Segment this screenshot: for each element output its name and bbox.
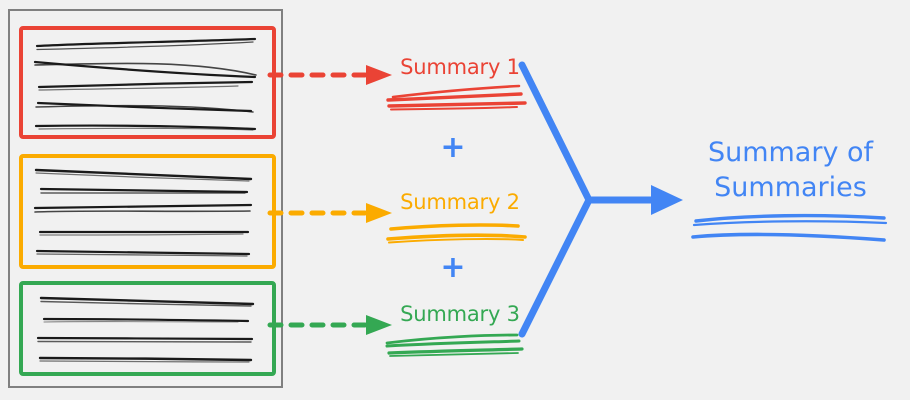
final-summary-block[interactable]: Summary of Summaries — [688, 135, 893, 249]
summary-2-underlines — [386, 223, 527, 244]
connector-chunk-3-to-summary-3 — [267, 312, 400, 338]
dashed-arrow-green-icon — [267, 315, 392, 335]
source-chunk-3[interactable] — [19, 281, 276, 376]
final-summary-title-line-1: Summary of — [707, 137, 874, 168]
dashed-arrow-orange-icon — [267, 203, 392, 223]
plus-operator-2: + — [440, 250, 466, 285]
summary-2-title: Summary 2 — [400, 190, 520, 214]
connector-chunk-2-to-summary-2 — [267, 200, 400, 226]
source-chunk-2[interactable] — [19, 154, 276, 269]
source-document-panel — [8, 9, 283, 388]
final-summary-title-line-2: Summaries — [714, 172, 867, 203]
plus-operator-1: + — [440, 130, 466, 165]
summary-1-block[interactable]: Summary 1 — [385, 55, 535, 116]
summary-1-underlines — [386, 84, 527, 111]
source-chunk-1[interactable] — [19, 26, 276, 139]
summary-2-block[interactable]: Summary 2 — [385, 190, 535, 251]
final-summary-underlines — [691, 213, 888, 242]
summary-3-underlines — [385, 333, 524, 357]
chunk-1-text-lines — [33, 37, 257, 131]
merge-arrow — [515, 60, 685, 345]
chunk-3-text-lines — [36, 296, 255, 363]
connector-chunk-1-to-summary-1 — [267, 62, 400, 88]
merge-arrow-icon — [518, 61, 683, 338]
chunk-2-text-lines — [33, 168, 253, 257]
dashed-arrow-red-icon — [267, 65, 392, 85]
summary-3-block[interactable]: Summary 3 — [385, 302, 535, 363]
summary-1-title: Summary 1 — [400, 55, 520, 79]
summary-3-title: Summary 3 — [400, 302, 520, 326]
